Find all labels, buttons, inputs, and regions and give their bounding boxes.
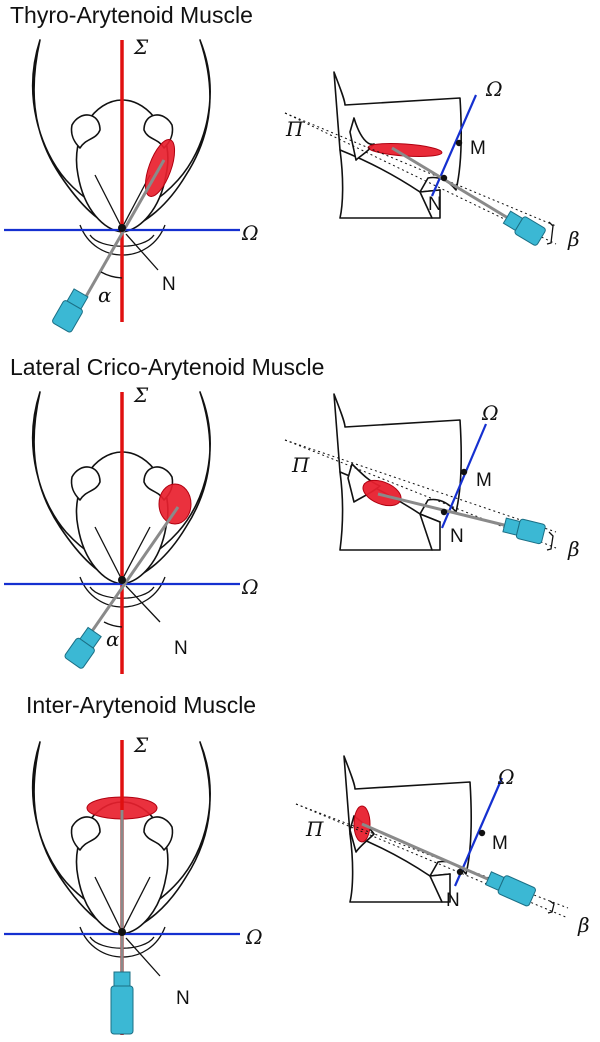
point-n-pointer <box>125 937 161 977</box>
needle-axis-line <box>284 439 557 549</box>
needle-hub <box>110 971 134 1035</box>
sagittal-view <box>333 71 462 219</box>
panel-title: Thyro-Arytenoid Muscle <box>10 2 253 28</box>
beta-label: β <box>567 227 580 251</box>
cricoid-front <box>429 873 451 903</box>
arytenoid-side <box>349 117 375 161</box>
needle-hub-side <box>502 517 546 545</box>
panel-title: Lateral Crico-Arytenoid Muscle <box>10 354 325 380</box>
point-n-marker <box>118 224 126 232</box>
thyroid-cartilage-axial <box>31 39 211 231</box>
point-m-label: M <box>476 470 492 491</box>
point-n-label-side: N <box>446 890 460 911</box>
alpha-arc <box>103 621 123 628</box>
right-arytenoid <box>143 816 174 851</box>
omega-label: Ω <box>241 221 259 245</box>
left-arytenoid <box>70 466 101 501</box>
vocal-fold-right <box>121 876 151 933</box>
plane-pi-line <box>284 112 557 227</box>
pi-label: Π <box>285 117 304 141</box>
point-n-marker-side <box>456 868 464 876</box>
pi-label: Π <box>305 817 324 841</box>
sigma-label: Σ <box>133 383 149 407</box>
beta-label: β <box>577 913 590 937</box>
omega-label: Ω <box>245 925 263 949</box>
panel-drawing: Σ Ω N α Ω Π M N <box>4 383 580 674</box>
needle-shaft <box>86 506 180 638</box>
point-n-marker <box>118 576 126 584</box>
alpha-arc <box>100 271 123 279</box>
beta-bracket <box>546 531 554 551</box>
point-n-marker <box>118 928 126 936</box>
point-m-marker <box>478 829 486 837</box>
point-m-marker <box>455 139 463 147</box>
vocal-fold-left <box>94 526 123 581</box>
point-n-marker-side <box>440 508 448 516</box>
point-m-marker <box>460 468 468 476</box>
needle-shaft-side <box>361 822 491 882</box>
vocal-fold-right <box>121 526 151 581</box>
point-n-label-side: N <box>450 526 464 547</box>
alpha-label: α <box>106 627 120 651</box>
panel-lateral-crico-arytenoid: Lateral Crico-Arytenoid Muscle <box>0 352 600 699</box>
beta-bracket <box>546 221 554 245</box>
needle-hub <box>64 626 102 669</box>
left-arytenoid <box>70 114 101 149</box>
pi-label: Π <box>291 453 310 477</box>
target-muscle-axial <box>158 483 192 525</box>
point-n-label-side: N <box>428 194 442 215</box>
vocal-fold-left <box>94 876 123 933</box>
needle-hub-side <box>484 871 536 907</box>
omega-label-side: Ω <box>497 765 515 789</box>
needle-hub <box>52 288 89 333</box>
point-m-label: M <box>492 833 508 854</box>
axial-plane-line-side <box>430 94 478 197</box>
point-n-label: N <box>162 274 176 295</box>
needle-hub-side <box>502 210 546 246</box>
thyroid-cartilage-axial <box>31 741 211 933</box>
thyroid-cartilage-axial <box>31 391 211 583</box>
right-arytenoid <box>143 114 174 149</box>
sagittal-view <box>343 755 472 903</box>
cricoid-front <box>419 513 441 551</box>
point-n-pointer <box>125 233 159 271</box>
left-arytenoid <box>70 816 101 851</box>
needle-shaft-side <box>391 146 509 220</box>
omega-label-side: Ω <box>485 77 503 101</box>
panel-thyro-arytenoid: Thyro-Arytenoid Muscle <box>0 0 600 347</box>
alpha-label: α <box>98 283 112 307</box>
panel-drawing: Σ Ω N α Ω Π M <box>4 35 580 333</box>
omega-label: Ω <box>241 575 259 599</box>
panel-drawing: Σ Ω N Ω Π M N β <box>4 733 590 1035</box>
vocal-fold-left <box>94 174 123 229</box>
omega-label-side: Ω <box>481 401 499 425</box>
panel-title: Inter-Arytenoid Muscle <box>26 692 257 718</box>
point-m-label: M <box>470 138 486 159</box>
beta-label: β <box>567 537 580 561</box>
sigma-label: Σ <box>133 733 149 757</box>
point-n-label: N <box>176 988 190 1009</box>
point-n-label: N <box>174 638 188 659</box>
point-n-pointer <box>125 585 161 623</box>
beta-bracket <box>547 900 555 914</box>
panel-inter-arytenoid: Inter-Arytenoid Muscle Σ <box>0 690 600 1037</box>
point-n-marker-side <box>440 174 448 182</box>
sigma-label: Σ <box>133 35 149 59</box>
